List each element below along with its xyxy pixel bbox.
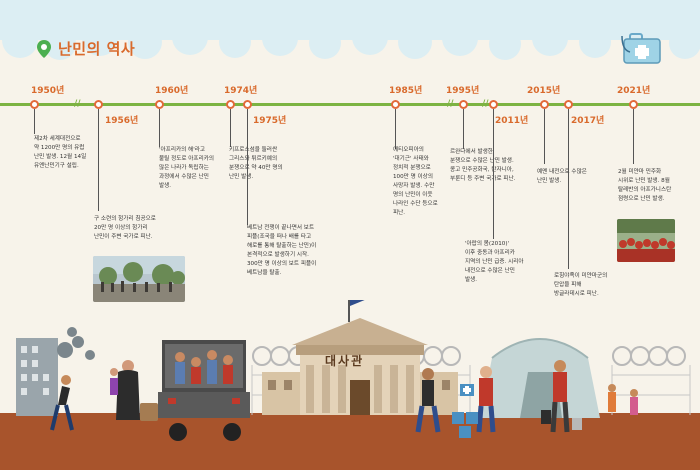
event-connector <box>544 109 545 164</box>
event-node <box>540 100 549 109</box>
event-connector <box>230 109 231 147</box>
event-node <box>391 100 400 109</box>
event-connector <box>159 109 160 147</box>
event-year: 2011년 <box>495 116 529 126</box>
event-node <box>226 100 235 109</box>
stethoscope-icon <box>621 35 631 53</box>
event-node <box>459 100 468 109</box>
medical-kit-icon <box>621 33 661 64</box>
event-node <box>629 100 638 109</box>
event-node <box>243 100 252 109</box>
event-year: 1974년 <box>224 86 258 96</box>
event-connector <box>568 109 569 269</box>
timeline-break-3: // <box>482 99 489 109</box>
event-year: 1960년 <box>155 86 189 96</box>
location-pin-icon <box>37 39 51 58</box>
timeline-break-2: // <box>447 99 454 109</box>
event-year: 2015년 <box>527 86 561 96</box>
event-year: 1956년 <box>105 116 139 126</box>
event-node <box>489 100 498 109</box>
event-year: 2017년 <box>571 116 605 126</box>
embassy-sign: 대사관 <box>325 354 365 368</box>
event-node <box>564 100 573 109</box>
event-connector <box>34 109 35 134</box>
event-connector <box>395 109 396 149</box>
event-year: 2021년 <box>617 86 651 96</box>
event-year: 1985년 <box>389 86 423 96</box>
timeline-break-1: // <box>74 99 81 109</box>
hungarian-refugees-photo <box>93 256 185 302</box>
myanmar-protest-photo <box>617 219 675 262</box>
event-connector <box>463 109 464 149</box>
event-connector <box>98 109 99 211</box>
page-title-text: 난민의 역사 <box>58 40 136 58</box>
refugee-scene-illustration <box>16 300 691 441</box>
event-connector <box>493 109 494 239</box>
page-title: 난민의 역사 <box>36 38 135 59</box>
event-year: 1995년 <box>446 86 480 96</box>
event-connector <box>633 109 634 164</box>
cloud-band <box>0 0 700 60</box>
event-node <box>155 100 164 109</box>
event-connector <box>247 109 248 225</box>
timeline-axis <box>0 103 700 106</box>
event-node <box>94 100 103 109</box>
event-year: 1950년 <box>31 86 65 96</box>
event-node <box>30 100 39 109</box>
ground <box>0 413 700 470</box>
event-year: 1975년 <box>253 116 287 126</box>
